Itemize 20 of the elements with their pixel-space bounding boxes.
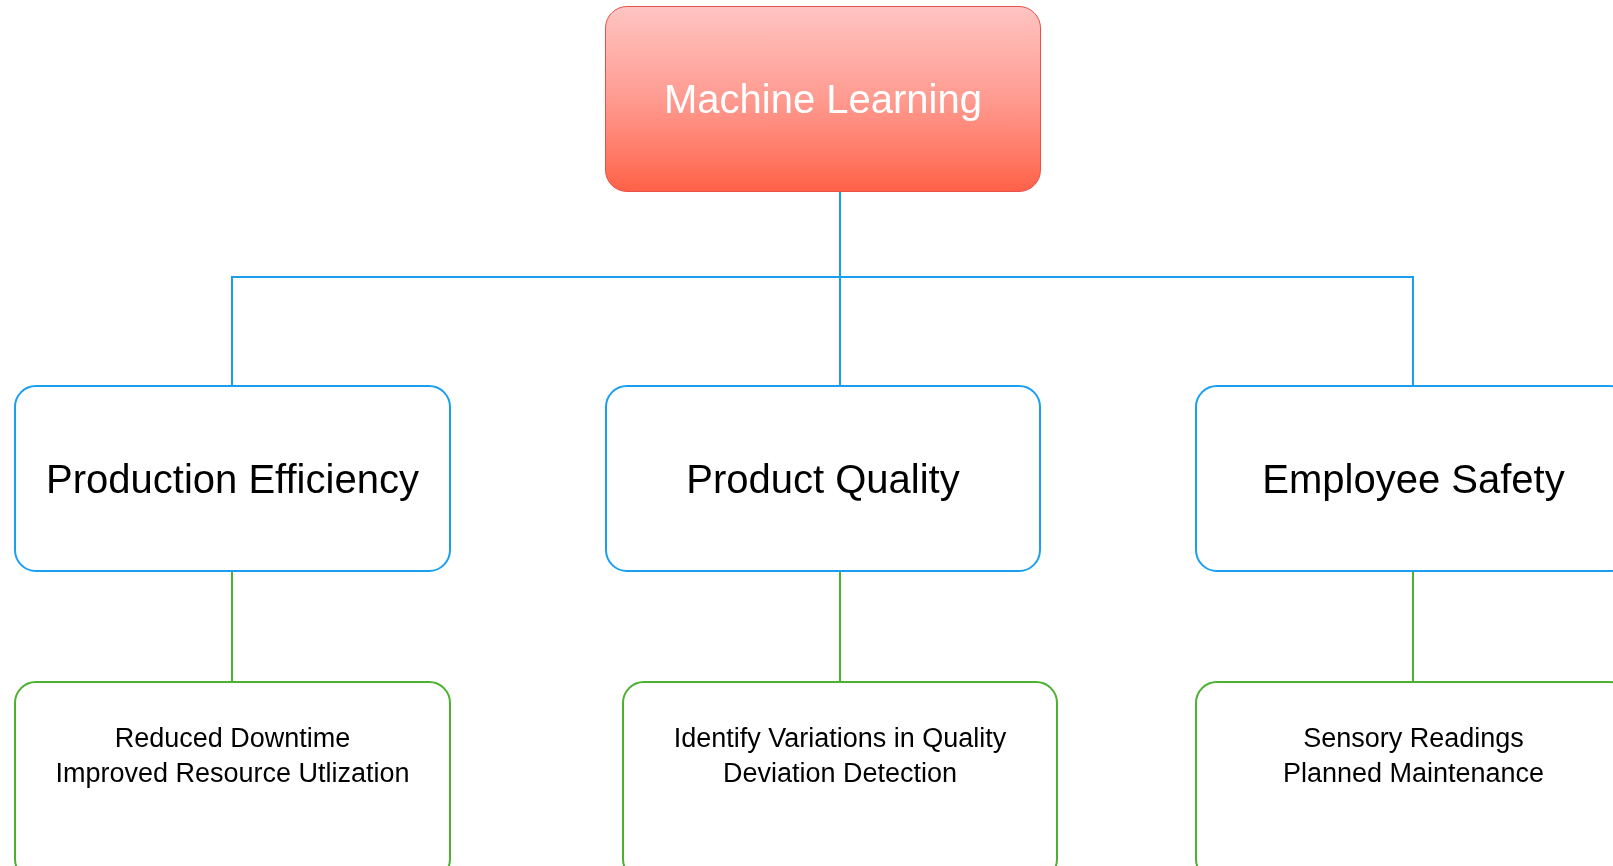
node-label: Planned Maintenance [1282, 757, 1545, 790]
root-box [605, 6, 1041, 192]
node-label: Identify Variations in Quality [673, 722, 1007, 755]
node-label: Employee Safety [1262, 455, 1565, 503]
connector-line [839, 571, 841, 682]
node-label: Machine Learning [664, 76, 982, 123]
category-box [1195, 385, 1613, 572]
detail-box [14, 681, 451, 866]
detail-box [622, 681, 1058, 866]
category-box [14, 385, 451, 572]
node-label: Improved Resource Utlization [55, 757, 410, 790]
node-label: Reduced Downtime [114, 722, 351, 755]
node-label: Sensory Readings [1303, 722, 1524, 755]
detail-box [1195, 681, 1613, 866]
node-label: Product Quality [686, 455, 960, 503]
node-label: Deviation Detection [722, 757, 958, 790]
connector-line [231, 571, 233, 682]
category-box [605, 385, 1041, 572]
node-label: Production Efficiency [46, 455, 419, 503]
connector-line [1412, 571, 1414, 682]
